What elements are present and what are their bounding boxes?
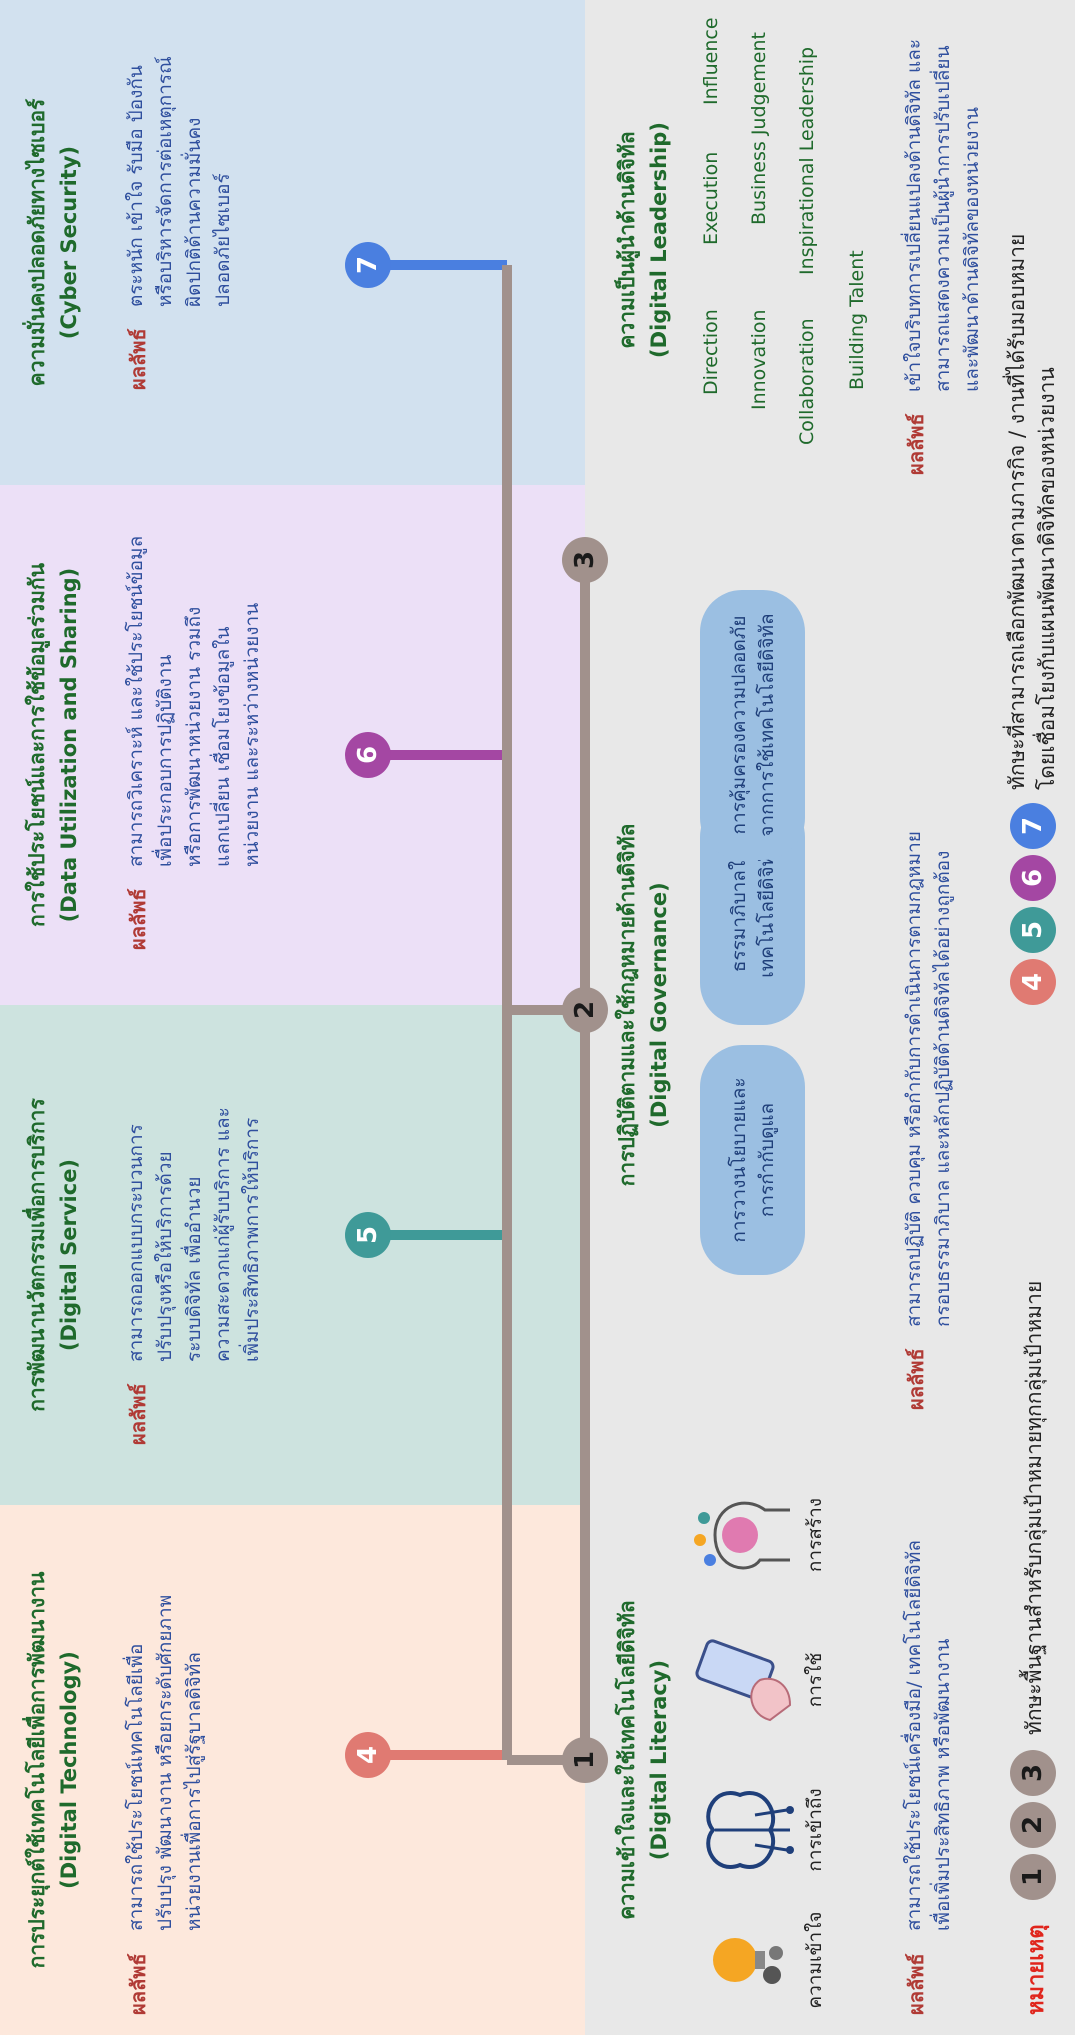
result-text-literacy: สามารถใช้ประโยชน์เครื่องมือ/ เทคโนโลยีดิ… xyxy=(903,1539,954,1931)
node-7: 7 xyxy=(345,242,391,288)
section-title-governance: การปฏิบัติตามและใช้กฎหมายด้านดิจิทัล xyxy=(615,823,639,1187)
node-3: 3 xyxy=(562,537,608,583)
legend-node-4: 4 xyxy=(1010,959,1056,1005)
result-label-literacy: ผลลัพธ์ xyxy=(904,1953,928,2015)
hand-smartphone-icon xyxy=(695,1639,792,1722)
section-title-literacy: ความเข้าใจและใช้เทคโนโลยีดิจิทัล xyxy=(615,1600,639,1920)
node-4: 4 xyxy=(345,1732,391,1778)
icon-caption-use: การใช้ xyxy=(804,1652,826,1708)
skill-direction: Direction xyxy=(700,309,722,395)
digital-brain-icon xyxy=(706,1791,794,1869)
result-text-leadership: เข้าใจบริบทการเปลี่ยนแปลงด้านดิจิทัล และ… xyxy=(903,38,983,392)
legend-node-6: 6 xyxy=(1010,855,1056,901)
section-subtitle-leadership: (Digital Leadership) xyxy=(647,122,671,358)
skill-building-talent: Building Talent xyxy=(846,250,868,390)
node-2: 2 xyxy=(562,987,608,1033)
node-6: 6 xyxy=(345,732,391,778)
skill-execution: Execution xyxy=(700,151,722,245)
node-1: 1 xyxy=(562,1737,608,1783)
lightbulb-gear-icon xyxy=(713,1938,783,1984)
skill-inspirational-leadership: Inspirational Leadership xyxy=(796,46,818,275)
icon-caption-understanding: ความเข้าใจ xyxy=(804,1911,826,2009)
legend-elective-text: ทักษะที่สามารถเลือกพัฒนาตามภารกิจ / งานท… xyxy=(1005,233,1059,790)
section-subtitle-literacy: (Digital Literacy) xyxy=(647,1659,671,1861)
legend-node-5: 5 xyxy=(1010,907,1056,953)
result-label-leadership: ผลลัพธ์ xyxy=(904,413,928,475)
governance-pill-policy: การวางนโยบายและการกำกับดูแล xyxy=(700,1045,805,1275)
result-text-governance: สามารถปฏิบัติ ควบคุม หรือกำกับการดำเนินก… xyxy=(903,831,954,1327)
node-5: 5 xyxy=(345,1212,391,1258)
result-label-governance: ผลลัพธ์ xyxy=(904,1348,928,1410)
skill-innovation: Innovation xyxy=(748,309,770,410)
legend: หมายเหตุ 1 2 3 ทักษะพื้นฐานสำหรับกลุ่มเป… xyxy=(1000,15,1070,2015)
skill-influence: Influence xyxy=(700,17,722,105)
legend-label: หมายเหตุ xyxy=(1024,1924,1049,2015)
governance-pill-protection: การคุ้มครองความปลอดภัยจากการใช้เทคโนโลยี… xyxy=(700,590,805,860)
legend-node-1: 1 xyxy=(1010,1854,1056,1900)
icon-caption-create: การสร้าง xyxy=(804,1497,826,1573)
section-subtitle-governance: (Digital Governance) xyxy=(647,882,671,1128)
skill-business-judgement: Business Judgement xyxy=(748,32,770,225)
creative-mind-icon xyxy=(694,1501,790,1570)
section-title-leadership: ความเป็นผู้นำด้านดิจิทัล xyxy=(615,131,639,349)
legend-node-7: 7 xyxy=(1010,803,1056,849)
legend-node-3: 3 xyxy=(1010,1750,1056,1796)
icon-caption-access: การเข้าถึง xyxy=(804,1788,826,1872)
legend-node-2: 2 xyxy=(1010,1802,1056,1848)
legend-basic-text: ทักษะพื้นฐานสำหรับกลุ่มเป้าหมายทุกกลุ่มเ… xyxy=(1022,1280,1046,1735)
skill-collaboration: Collaboration xyxy=(796,318,818,445)
